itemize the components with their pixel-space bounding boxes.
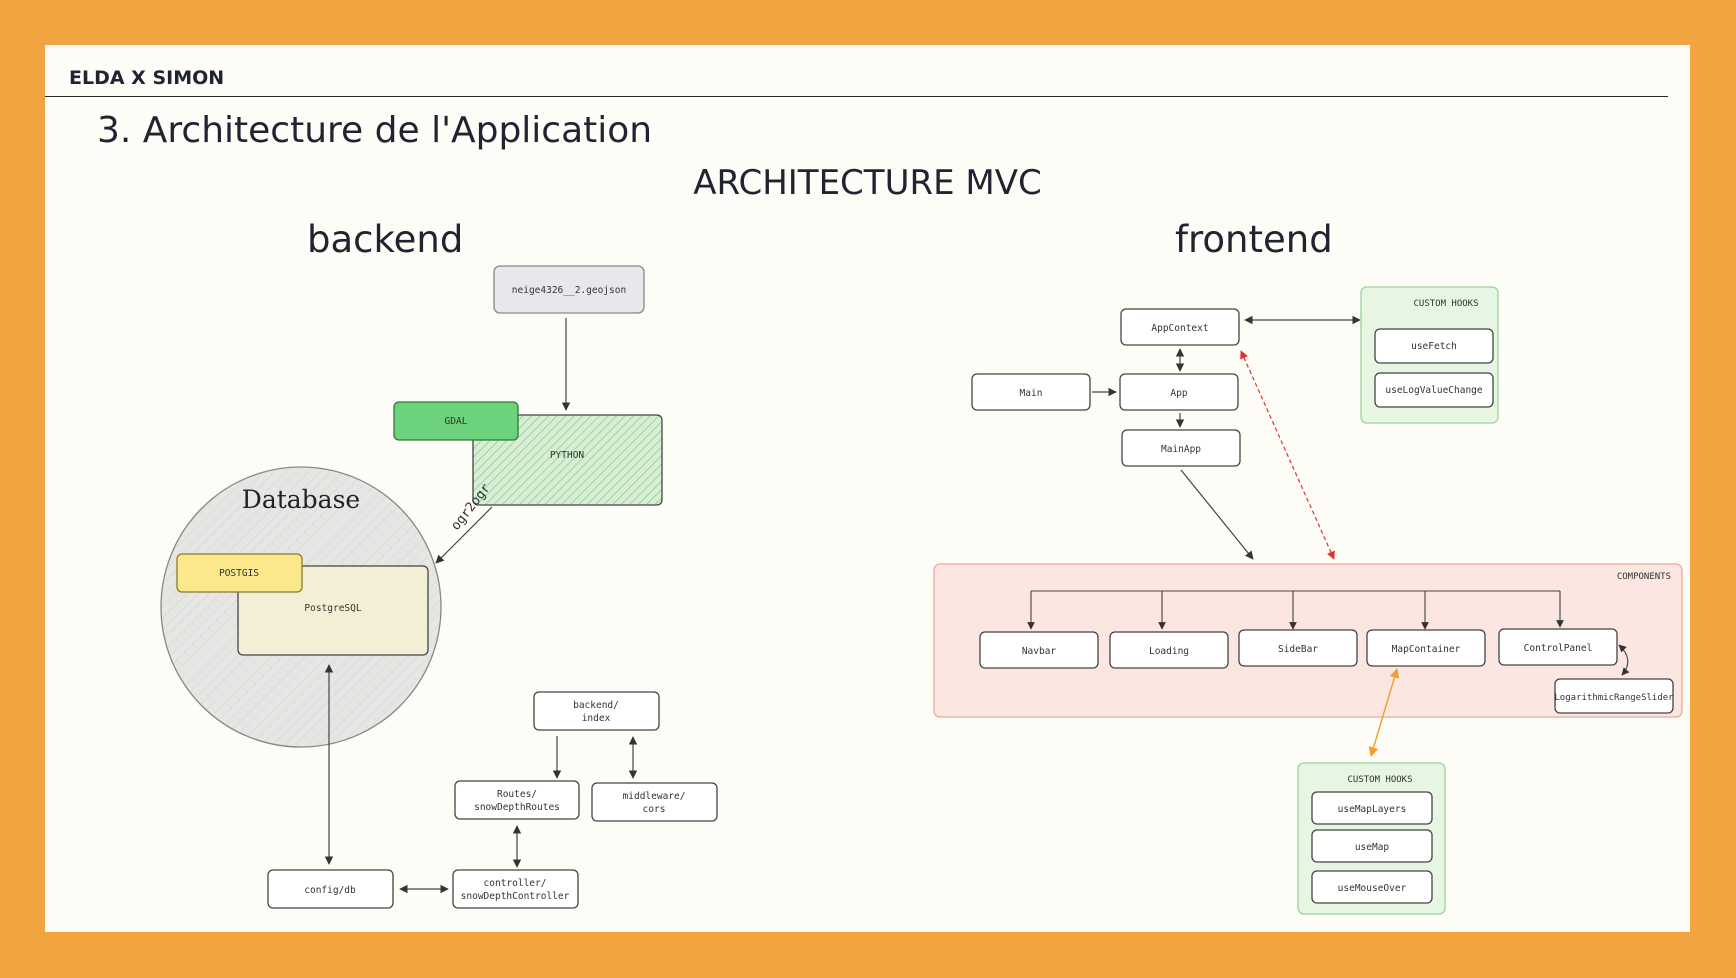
geojson-node: neige4326__2.geojson xyxy=(493,265,645,314)
gdal-node: GDAL xyxy=(393,401,519,441)
slide-subtitle: ARCHITECTURE MVC xyxy=(693,163,1042,203)
middleware-line1: middleware/ xyxy=(623,791,686,802)
page-title: 3. Architecture de l'Application xyxy=(97,110,653,151)
custom-hooks-bottom-group: CUSTOM HOOKS useMapLayers useMap useMous… xyxy=(1297,762,1446,915)
arrow-mainapp-components xyxy=(1180,469,1254,560)
map-container-label: MapContainer xyxy=(1392,644,1461,655)
postgis-label: POSTGIS xyxy=(219,568,259,579)
config-db-label: config/db xyxy=(304,885,356,896)
gdal-label: GDAL xyxy=(445,416,468,427)
controller-line2: snowDepthController xyxy=(461,891,570,902)
ogr2ogr-label: ogr2ogr xyxy=(448,481,494,534)
sidebar-label: SideBar xyxy=(1278,644,1318,655)
python-node: PYTHON xyxy=(472,414,663,506)
app-node: App xyxy=(1119,373,1239,411)
routes-node: Routes/ snowDepthRoutes xyxy=(454,780,580,820)
slide: ELDA X SIMON 3. Architecture de l'Applic… xyxy=(45,45,1690,932)
navbar-label: Navbar xyxy=(1022,646,1057,657)
postgis-node: POSTGIS xyxy=(176,553,303,593)
backend-index-node: backend/ index xyxy=(533,691,660,731)
routes-line2: snowDepthRoutes xyxy=(474,802,560,813)
use-map-layers-label: useMapLayers xyxy=(1338,804,1407,815)
custom-hooks-bottom-title: CUSTOM HOOKS xyxy=(1347,775,1412,785)
loading-label: Loading xyxy=(1149,646,1189,657)
app-context-label: AppContext xyxy=(1151,323,1208,334)
use-mouse-over-label: useMouseOver xyxy=(1338,883,1407,894)
config-db-node: config/db xyxy=(267,869,394,909)
middleware-node: middleware/ cors xyxy=(591,782,718,822)
backend-index-line2: index xyxy=(582,713,611,724)
use-fetch-label: useFetch xyxy=(1411,341,1457,352)
backend-heading: backend xyxy=(307,218,464,261)
main-app-label: MainApp xyxy=(1161,444,1201,455)
middleware-line2: cors xyxy=(643,804,666,815)
use-map-label: useMap xyxy=(1355,842,1390,853)
main-label: Main xyxy=(1020,388,1043,399)
main-app-node: MainApp xyxy=(1121,429,1241,467)
architecture-diagram: neige4326__2.geojson PYTHON GDAL Databas… xyxy=(160,265,1683,915)
logarithmic-slider-label: LogarithmicRangeSlider xyxy=(1554,693,1674,703)
app-context-node: AppContext xyxy=(1120,308,1240,346)
brand-label: ELDA X SIMON xyxy=(69,67,225,89)
arrow-context-components xyxy=(1240,350,1335,560)
components-group: COMPONENTS Navbar Loading SideBar MapCon… xyxy=(933,563,1683,718)
geojson-label: neige4326__2.geojson xyxy=(512,285,626,296)
custom-hooks-top-title: CUSTOM HOOKS xyxy=(1413,299,1478,309)
use-log-value-change-label: useLogValueChange xyxy=(1385,385,1483,396)
app-label: App xyxy=(1170,388,1187,399)
main-node: Main xyxy=(971,373,1091,411)
controller-line1: controller/ xyxy=(484,878,547,889)
routes-line1: Routes/ xyxy=(497,789,537,800)
arrow-ogr2ogr xyxy=(435,506,493,564)
controller-node: controller/ snowDepthController xyxy=(452,869,579,909)
header-divider xyxy=(45,96,1668,97)
backend-index-line1: backend/ xyxy=(573,700,619,711)
components-title: COMPONENTS xyxy=(1617,572,1671,582)
arrow-mapcontainer-hooks xyxy=(1368,668,1400,757)
database-label: Database xyxy=(242,485,360,514)
python-label: PYTHON xyxy=(550,450,585,461)
postgresql-label: PostgreSQL xyxy=(304,603,361,614)
frontend-heading: frontend xyxy=(1175,218,1333,261)
custom-hooks-top-group: CUSTOM HOOKS useFetch useLogValueChange xyxy=(1360,286,1499,424)
control-panel-label: ControlPanel xyxy=(1524,643,1593,654)
